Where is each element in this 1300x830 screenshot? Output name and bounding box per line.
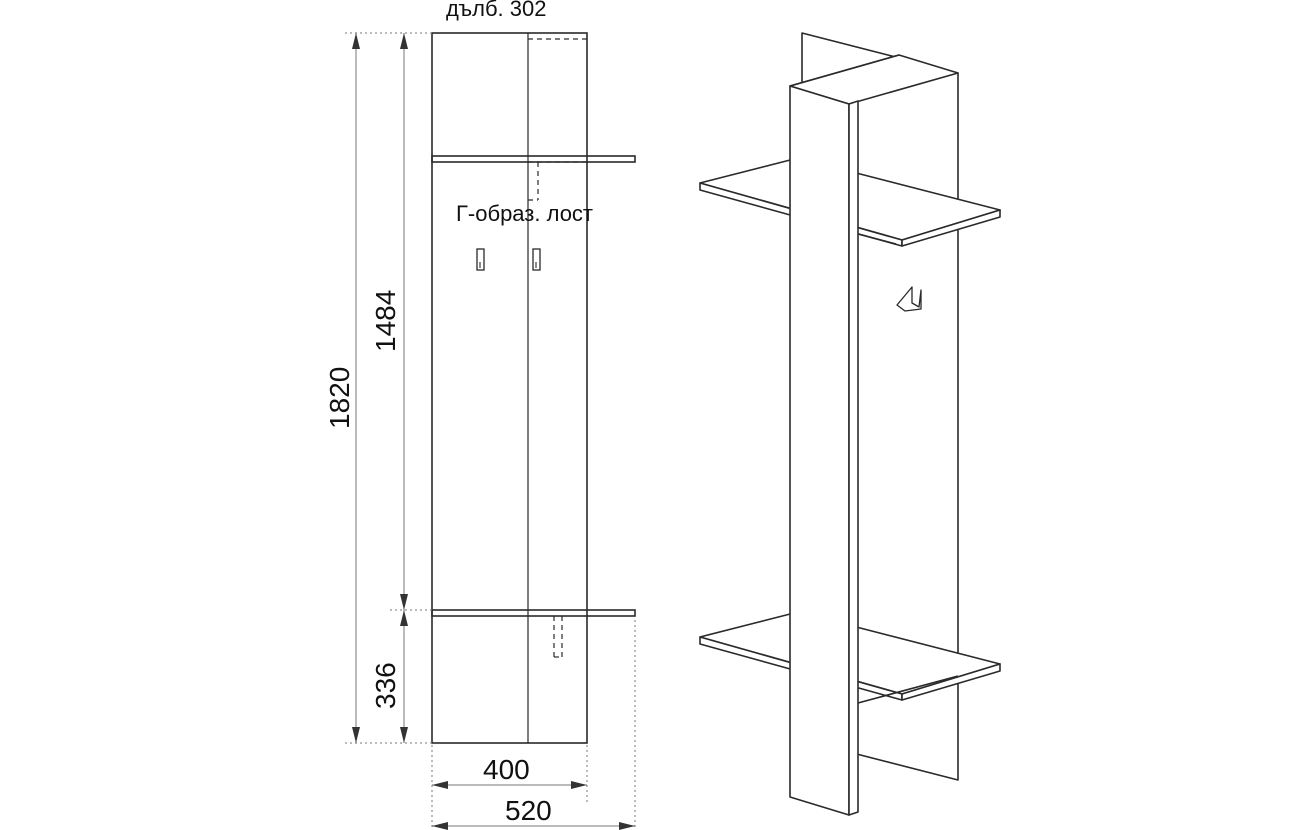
front-lower-shelf [431,609,636,617]
front-hook-left [476,248,485,271]
hidden-lines [528,38,587,658]
dimension-lines [345,32,636,828]
depth-note: дълб. 302 [446,0,547,21]
front-post [789,85,850,816]
post-side [848,100,859,816]
upper-height-label: 1484 [370,289,401,352]
l-hook [896,286,922,312]
total-height-label: 1820 [324,366,355,429]
dimension-arrows [352,33,635,830]
front-panel [431,32,588,744]
front-upper-shelf [431,155,636,163]
isometric-view [699,32,1001,816]
inner-width-label: 400 [483,754,530,785]
outer-width-label: 520 [505,795,552,826]
lower-height-label: 336 [370,662,401,709]
hook-note: Г-образ. лост [456,201,594,226]
front-view [431,32,636,744]
front-hook-right [532,248,541,271]
